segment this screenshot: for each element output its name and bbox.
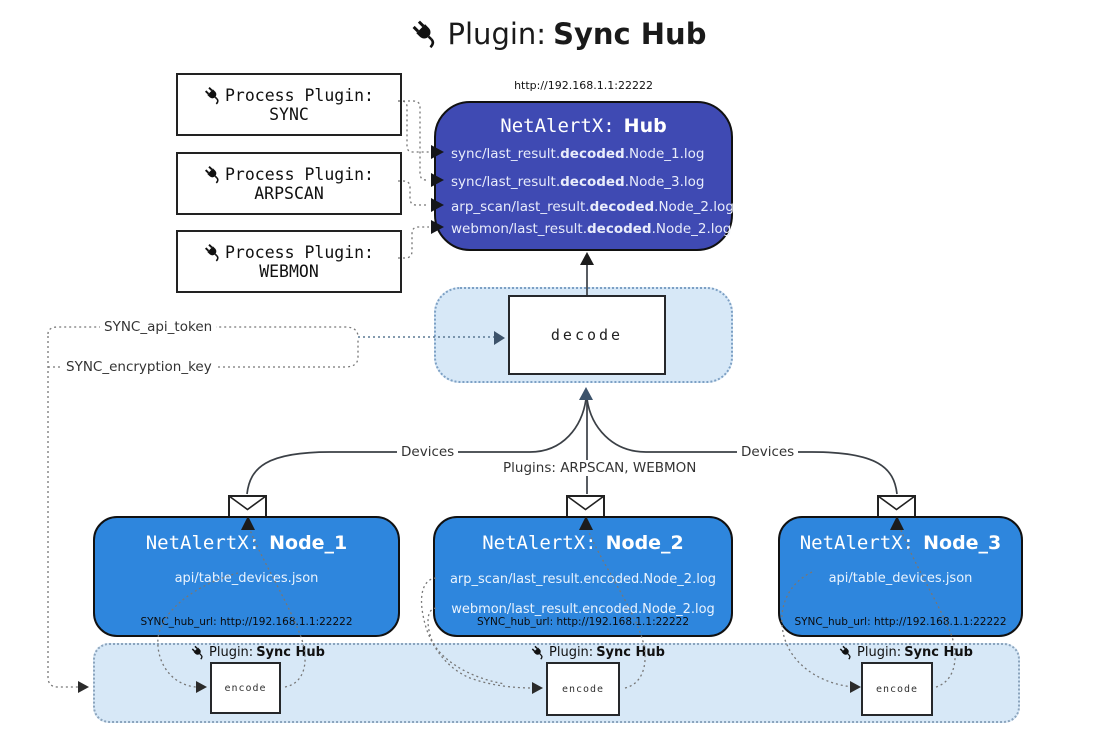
title-label: Plugin: xyxy=(447,17,547,51)
hub-title-prefix: NetAlertX: xyxy=(500,115,615,137)
encode-box: encode xyxy=(861,662,933,716)
arrow-right-icon xyxy=(78,681,89,693)
band-plugin-label: Plugin:Sync Hub xyxy=(191,645,325,660)
plug-icon xyxy=(531,645,546,660)
process-plugin-box-arpscan: Process Plugin: ARPSCAN xyxy=(176,152,402,215)
plug-icon xyxy=(410,19,441,49)
hub-box: NetAlertX: Hub sync/last_result.decoded.N… xyxy=(434,101,734,251)
hub-file-line: arp_scan/last_result.decoded.Node_2.log xyxy=(451,199,734,215)
node-box-1: NetAlertX:Node_1 api/table_devices.json … xyxy=(93,516,400,637)
edge-label-devices-left: Devices xyxy=(397,444,459,460)
setting-api-token-label: SYNC_api_token xyxy=(100,319,217,335)
hub-url: http://192.168.1.1:22222 xyxy=(514,79,653,92)
encode-box: encode xyxy=(546,662,620,716)
node-file-line: api/table_devices.json xyxy=(174,571,319,586)
process-plugin-name: SYNC xyxy=(269,104,309,124)
node-file-line: webmon/last_result.encoded.Node_2.log xyxy=(451,602,715,617)
arrow-up-icon xyxy=(579,387,593,400)
process-plugin-name: ARPSCAN xyxy=(254,183,324,203)
node-box-3: NetAlertX:Node_3 api/table_devices.json … xyxy=(778,516,1023,637)
decode-box: decode xyxy=(508,295,666,375)
setting-encryption-key-label: SYNC_encryption_key xyxy=(62,359,216,375)
plug-icon xyxy=(203,164,223,184)
process-plugin-box-sync: Process Plugin: SYNC xyxy=(176,73,402,136)
process-plugin-name: WEBMON xyxy=(259,261,319,281)
node-title: NetAlertX:Node_1 xyxy=(145,532,348,554)
node-title: NetAlertX:Node_2 xyxy=(482,532,684,554)
plug-icon xyxy=(191,645,206,660)
node-hub-url: SYNC_hub_url: http://192.168.1.1:22222 xyxy=(476,616,690,628)
node-box-2: NetAlertX:Node_2 arp_scan/last_result.en… xyxy=(433,516,733,637)
node-file-line: api/table_devices.json xyxy=(828,571,973,586)
hub-file-line: sync/last_result.decoded.Node_1.log xyxy=(451,146,705,162)
edge-label-devices-right: Devices xyxy=(737,444,799,460)
plug-icon xyxy=(839,645,854,660)
process-plugin-label: Process Plugin: xyxy=(224,85,374,105)
process-plugin-label: Process Plugin: xyxy=(224,242,374,262)
process-plugin-box-webmon: Process Plugin: WEBMON xyxy=(176,230,402,293)
process-plugin-label: Process Plugin: xyxy=(224,164,374,184)
page-title: Plugin: Sync Hub xyxy=(0,17,1117,51)
hub-title: NetAlertX: Hub xyxy=(436,115,731,137)
arrow-up-icon xyxy=(580,252,594,265)
node-title: NetAlertX:Node_3 xyxy=(799,532,1002,554)
node-hub-url: SYNC_hub_url: http://192.168.1.1:22222 xyxy=(794,616,1007,628)
hub-file-line: sync/last_result.decoded.Node_3.log xyxy=(451,174,705,190)
title-name: Sync Hub xyxy=(553,17,707,51)
plug-icon xyxy=(203,85,223,105)
node-file-line: arp_scan/last_result.encoded.Node_2.log xyxy=(449,572,717,587)
band-plugin-label: Plugin:Sync Hub xyxy=(839,645,973,660)
edge-label-plugins: Plugins: ARPSCAN, WEBMON xyxy=(499,460,701,476)
band-plugin-label: Plugin:Sync Hub xyxy=(531,645,665,660)
hub-title-name: Hub xyxy=(623,115,667,137)
hub-file-line: webmon/last_result.decoded.Node_2.log xyxy=(451,221,732,237)
node-hub-url: SYNC_hub_url: http://192.168.1.1:22222 xyxy=(140,616,353,628)
encode-box: encode xyxy=(210,662,281,714)
plug-icon xyxy=(203,242,223,262)
